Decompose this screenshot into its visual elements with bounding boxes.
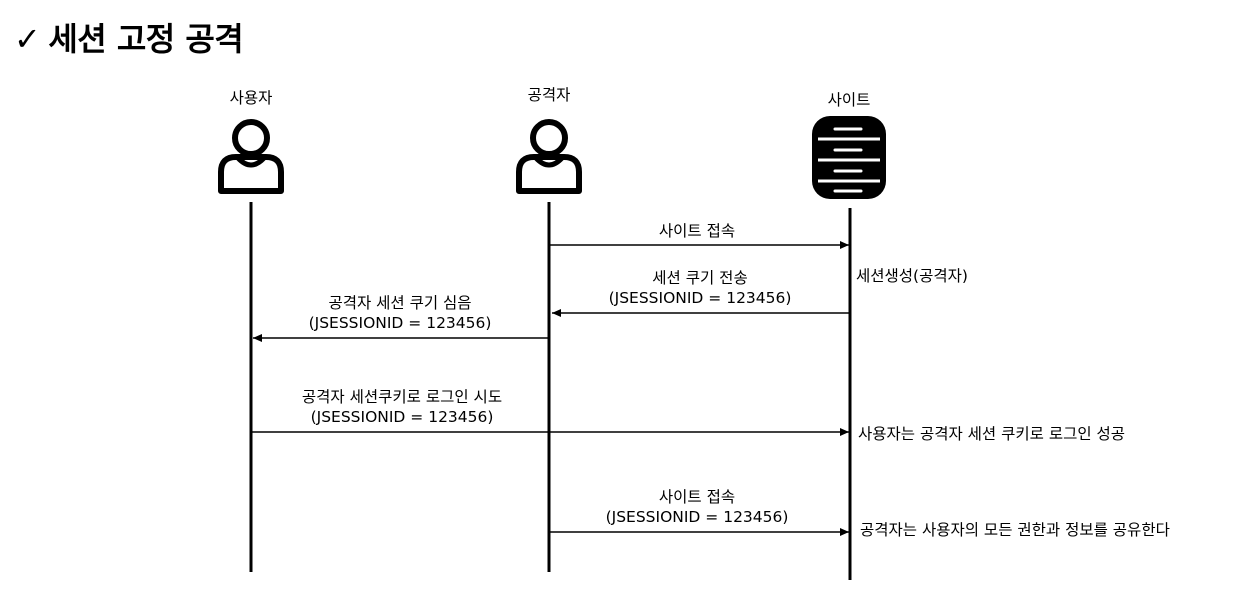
database-icon <box>812 116 886 199</box>
message-label: (JSESSIONID = 123456) <box>308 314 492 332</box>
title-text: 세션 고정 공격 <box>48 20 244 58</box>
checkmark-icon: ✓ <box>14 20 41 58</box>
message-label: 공격자 세션 쿠기 심음 <box>328 294 472 312</box>
message-label: 세션 쿠기 전송 <box>652 269 748 287</box>
message-label: 공격자 세션쿠키로 로그인 시도 <box>301 388 503 406</box>
note-shared-privileges: 공격자는 사용자의 모든 권한과 정보를 공유한다 <box>860 521 1170 539</box>
message-label: 사이트 접속 <box>658 222 736 240</box>
user-person-icon <box>218 119 284 194</box>
note-session-created: 세션생성(공격자) <box>856 267 968 285</box>
actor-label-site: 사이트 <box>827 91 871 109</box>
note-login-success: 사용자는 공격자 세션 쿠키로 로그인 성공 <box>858 425 1126 443</box>
attacker-person-icon <box>516 119 582 194</box>
message-label: (JSESSIONID = 123456) <box>605 508 789 526</box>
message-label: (JSESSIONID = 123456) <box>310 408 494 426</box>
message-label: (JSESSIONID = 123456) <box>608 289 792 307</box>
page-title: ✓세션 고정 공격 <box>14 14 244 60</box>
message-label: 사이트 접속 <box>658 488 736 506</box>
actor-label-attacker: 공격자 <box>527 86 571 104</box>
actor-label-user: 사용자 <box>229 89 273 107</box>
